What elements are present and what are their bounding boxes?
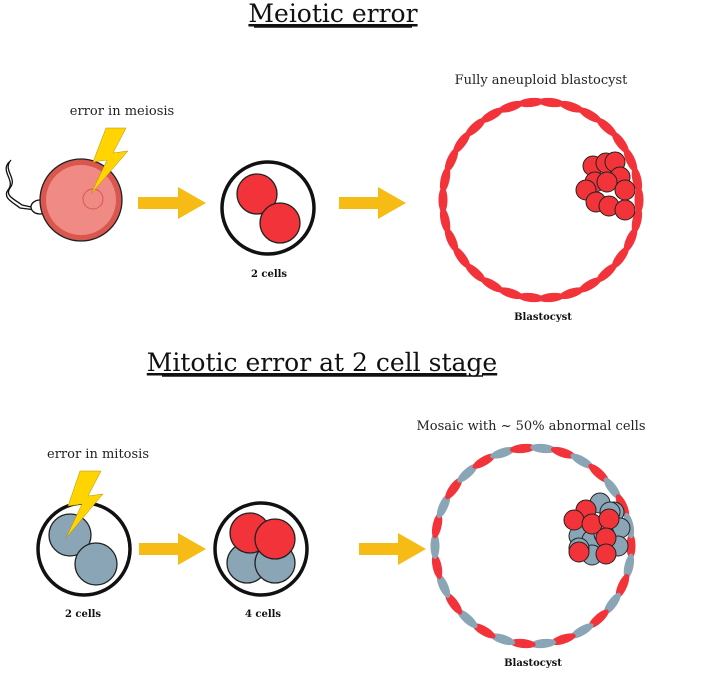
fully-aneuploid-title: Fully aneuploid blastocyst — [455, 73, 629, 88]
trophectoderm-cell — [465, 263, 486, 283]
blastocyst-mosaic — [430, 443, 636, 649]
arrow-icon — [138, 187, 206, 219]
lightning-bolt-icon — [90, 127, 129, 195]
trophectoderm-cell — [558, 287, 584, 300]
trophectoderm-cell — [509, 638, 536, 649]
trophectoderm-cell — [439, 166, 451, 193]
trophectoderm-cell — [472, 623, 496, 639]
arrow-icon — [359, 533, 426, 565]
trophectoderm-cell — [570, 623, 594, 639]
trophectoderm-cell — [457, 463, 478, 483]
two-cell-label: 2 cells — [251, 269, 287, 280]
section2-title: Mitotic error at 2 cell stage — [147, 348, 497, 377]
trophectoderm-cell — [453, 246, 471, 269]
lightning-bolt-icon — [65, 470, 104, 539]
trophectoderm-cell — [457, 609, 478, 629]
trophectoderm-cell — [431, 553, 443, 580]
trophectoderm-cell — [626, 533, 636, 559]
trophectoderm-cell — [615, 573, 630, 598]
trophectoderm-cell — [436, 494, 451, 519]
inner-cell-mass — [575, 151, 636, 221]
trophectoderm-cell — [509, 443, 536, 454]
blastocyst-fully-aneuploid — [438, 97, 644, 303]
trophectoderm-cell — [596, 263, 617, 283]
trophectoderm-cell — [603, 477, 621, 500]
trophectoderm-cell — [472, 453, 496, 469]
blastocyst-label-2: Blastocyst — [504, 658, 562, 669]
trophectoderm-cell — [611, 246, 629, 269]
trophectoderm-cell — [453, 131, 471, 154]
trophectoderm-cell — [634, 187, 644, 213]
trophectoderm-cell — [578, 107, 602, 123]
meiosis-error-label: error in meiosis — [70, 104, 174, 119]
trophectoderm-cell — [517, 97, 544, 108]
trophectoderm-ring — [438, 97, 644, 303]
trophectoderm-cell — [431, 512, 443, 539]
trophectoderm-cell — [444, 227, 459, 252]
trophectoderm-cell — [538, 292, 565, 303]
trophectoderm-cell — [498, 100, 524, 113]
trophectoderm-cell — [588, 609, 609, 629]
four-cell-embryo — [213, 501, 309, 597]
trophectoderm-cell — [603, 592, 621, 615]
trophectoderm-cell — [445, 477, 463, 500]
trophectoderm-cell — [623, 148, 638, 173]
trophectoderm-cell — [530, 443, 557, 454]
mitosis-error-label: error in mitosis — [47, 447, 149, 462]
trophectoderm-cell — [430, 533, 440, 559]
trophectoderm-cell — [530, 638, 557, 649]
trophectoderm-cell — [623, 553, 635, 580]
four-cell-label: 4 cells — [245, 609, 281, 620]
trophectoderm-cell — [550, 446, 576, 459]
trophectoderm-cell — [550, 633, 576, 646]
inner-cell-mass — [563, 492, 631, 566]
trophectoderm-cell — [490, 446, 516, 459]
trophectoderm-cell — [517, 292, 544, 303]
trophectoderm-cell — [438, 187, 448, 213]
trophectoderm-cell — [558, 100, 584, 113]
blastocyst-label-1: Blastocyst — [514, 312, 572, 323]
two-cell-embryo — [220, 160, 316, 256]
trophectoderm-cell — [465, 117, 486, 137]
trophectoderm-cell — [588, 463, 609, 483]
trophectoderm-cell — [578, 277, 602, 293]
mosaic-title: Mosaic with ~ 50% abnormal cells — [416, 419, 645, 434]
trophectoderm-cell — [611, 131, 629, 154]
trophectoderm-cell — [498, 287, 524, 300]
trophectoderm-cell — [490, 633, 516, 646]
section1-title: Meiotic error — [248, 0, 417, 28]
trophectoderm-cell — [538, 97, 565, 108]
trophectoderm-cell — [444, 148, 459, 173]
two-cell-label-2: 2 cells — [65, 609, 101, 620]
trophectoderm-cell — [480, 277, 504, 293]
trophectoderm-cell — [436, 573, 451, 598]
trophectoderm-cell — [480, 107, 504, 123]
arrow-icon — [139, 533, 206, 565]
trophectoderm-cell — [596, 117, 617, 137]
trophectoderm-cell — [439, 207, 451, 234]
trophectoderm-cell — [445, 592, 463, 615]
trophectoderm-cell — [623, 227, 638, 252]
arrow-icon — [339, 187, 406, 219]
trophectoderm-cell — [570, 453, 594, 469]
